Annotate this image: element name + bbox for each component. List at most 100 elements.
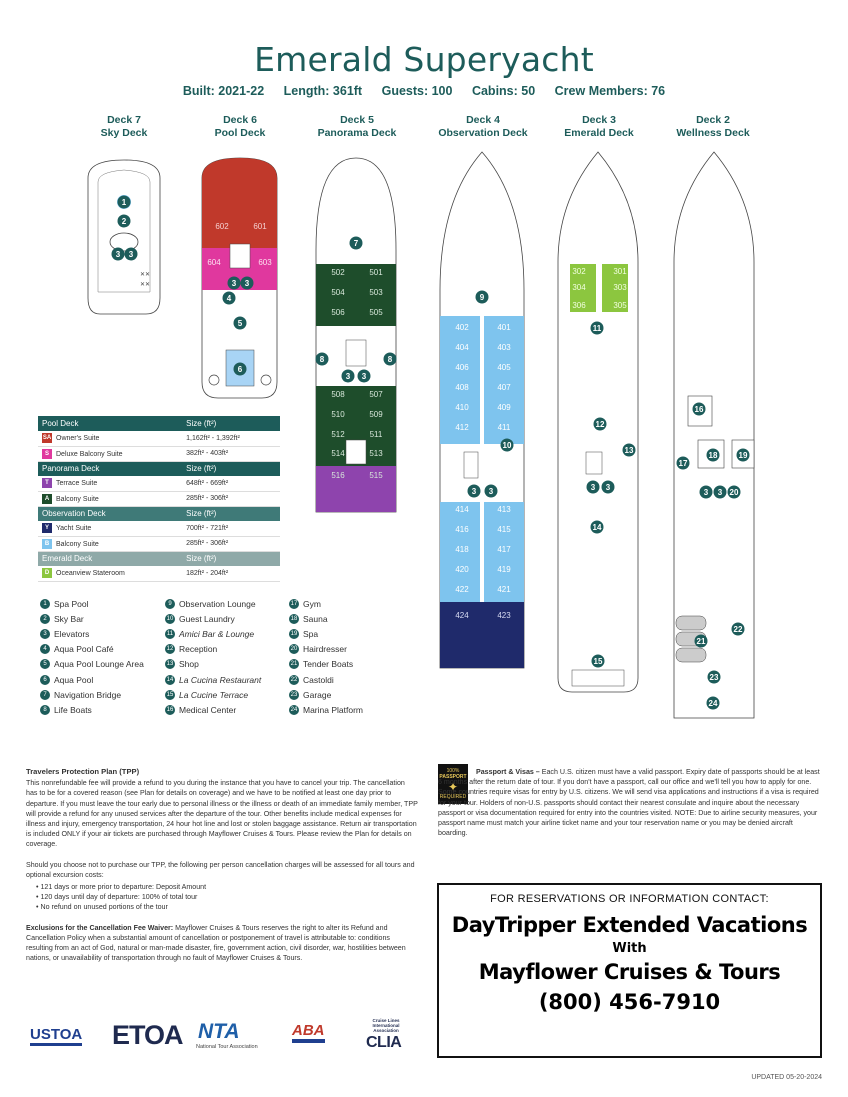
legend-label: Castoldi bbox=[303, 674, 334, 685]
spec-built: Built: 2021-22 bbox=[182, 84, 265, 98]
deck-4-plan bbox=[439, 151, 525, 669]
legend-label: Marina Platform bbox=[303, 704, 363, 715]
area-marker: 3 bbox=[484, 484, 498, 498]
area-marker: 13 bbox=[622, 443, 636, 457]
svg-text:20: 20 bbox=[730, 488, 739, 497]
legend-label: Sauna bbox=[303, 613, 328, 624]
suite-code-badge: S bbox=[42, 448, 52, 459]
svg-text:24: 24 bbox=[709, 699, 718, 708]
svg-text:3: 3 bbox=[591, 483, 596, 492]
svg-text:18: 18 bbox=[709, 451, 718, 460]
area-marker: 3 bbox=[227, 276, 241, 290]
legend-item: 12 Reception bbox=[165, 642, 261, 657]
legend-number-badge: 18 bbox=[289, 613, 299, 624]
cabin-number: 304 bbox=[572, 283, 586, 292]
area-marker: 17 bbox=[676, 456, 690, 470]
legend-label: Life Boats bbox=[54, 704, 92, 715]
cabin-number: 510 bbox=[331, 410, 345, 419]
reservation-contact-box: FOR RESERVATIONS OR INFORMATION CONTACT:… bbox=[437, 883, 822, 1058]
svg-text:4: 4 bbox=[227, 294, 232, 303]
svg-text:✕✕: ✕✕ bbox=[140, 282, 150, 288]
cabin-number: 604 bbox=[207, 258, 221, 267]
cabin-number: 407 bbox=[497, 383, 511, 392]
area-marker: 14 bbox=[590, 520, 604, 534]
cabin-number: 401 bbox=[497, 323, 511, 332]
svg-text:15: 15 bbox=[594, 657, 603, 666]
spec-crew: Crew Members: 76 bbox=[554, 84, 666, 98]
suite-size: 285ft² - 306ft² bbox=[182, 491, 280, 507]
suite-code-badge: SA bbox=[42, 433, 52, 444]
svg-text:17: 17 bbox=[679, 459, 688, 468]
svg-text:3: 3 bbox=[362, 372, 367, 381]
contact-phone[interactable]: (800) 456-7910 bbox=[538, 990, 721, 1014]
cabin-number: 501 bbox=[369, 268, 383, 277]
legend-label: Tender Boats bbox=[303, 659, 354, 670]
cabin-number: 506 bbox=[331, 308, 345, 317]
tpp-charge-item: 121 days or more prior to departure: Dep… bbox=[36, 882, 418, 892]
suite-size: 285ft² - 306ft² bbox=[182, 536, 280, 552]
svg-text:11: 11 bbox=[593, 324, 602, 333]
deck-5-plan bbox=[315, 157, 397, 513]
cabin-number: 418 bbox=[455, 545, 469, 554]
suite-code-badge: B bbox=[42, 538, 52, 549]
deck-2-plan bbox=[673, 151, 755, 719]
area-marker: 16 bbox=[692, 402, 706, 416]
cabin-number: 416 bbox=[455, 525, 469, 534]
legend-number-badge: 12 bbox=[165, 644, 175, 655]
suite-code-badge: Y bbox=[42, 523, 52, 534]
legend-label: Reception bbox=[179, 644, 218, 655]
cabin-number: 303 bbox=[613, 283, 627, 292]
legend-number-badge: 2 bbox=[40, 613, 50, 624]
cabin-number: 423 bbox=[497, 611, 511, 620]
deck-6-plan bbox=[201, 157, 278, 399]
area-marker: 3 bbox=[586, 480, 600, 494]
svg-text:3: 3 bbox=[116, 250, 121, 259]
area-marker: 8 bbox=[383, 352, 397, 366]
legend-number-badge: 10 bbox=[165, 613, 175, 624]
passport-required-badge: 100% PASSPORT ✦ REQUIRED bbox=[438, 764, 468, 804]
legend-number-badge: 15 bbox=[165, 689, 175, 700]
area-marker: 10 bbox=[500, 438, 514, 452]
cabin-number: 410 bbox=[455, 403, 469, 412]
suite-code-badge: A bbox=[42, 493, 52, 504]
cabin-number: 404 bbox=[455, 343, 469, 352]
cabin-number: 403 bbox=[497, 343, 511, 352]
tpp-charge-item: No refund on unused portions of the tour bbox=[36, 902, 418, 912]
legend-item: 15 La Cucine Terrace bbox=[165, 687, 261, 702]
svg-text:3: 3 bbox=[704, 488, 709, 497]
cabin-number: 512 bbox=[331, 430, 345, 439]
cabin-number: 405 bbox=[497, 363, 511, 372]
suite-name: Oceanview Stateroom bbox=[56, 570, 125, 578]
cabin-number: 505 bbox=[369, 308, 383, 317]
cabin-number: 305 bbox=[613, 301, 627, 310]
cabin-number: 504 bbox=[331, 288, 345, 297]
cabin-number: 502 bbox=[331, 268, 345, 277]
cabin-number: 422 bbox=[455, 585, 469, 594]
contact-company: DayTripper Extended Vacations bbox=[451, 913, 808, 937]
legend-label: Spa bbox=[303, 628, 319, 639]
legend-label: La Cucine Terrace bbox=[179, 689, 249, 700]
legend-label: Gym bbox=[303, 598, 321, 609]
nta-logo: NTA bbox=[198, 1020, 240, 1043]
area-marker: 7 bbox=[349, 236, 363, 250]
legend-number-badge: 13 bbox=[165, 659, 175, 670]
suite-size: 648ft² - 669ft² bbox=[182, 476, 280, 492]
area-marker: 3 bbox=[124, 247, 138, 261]
